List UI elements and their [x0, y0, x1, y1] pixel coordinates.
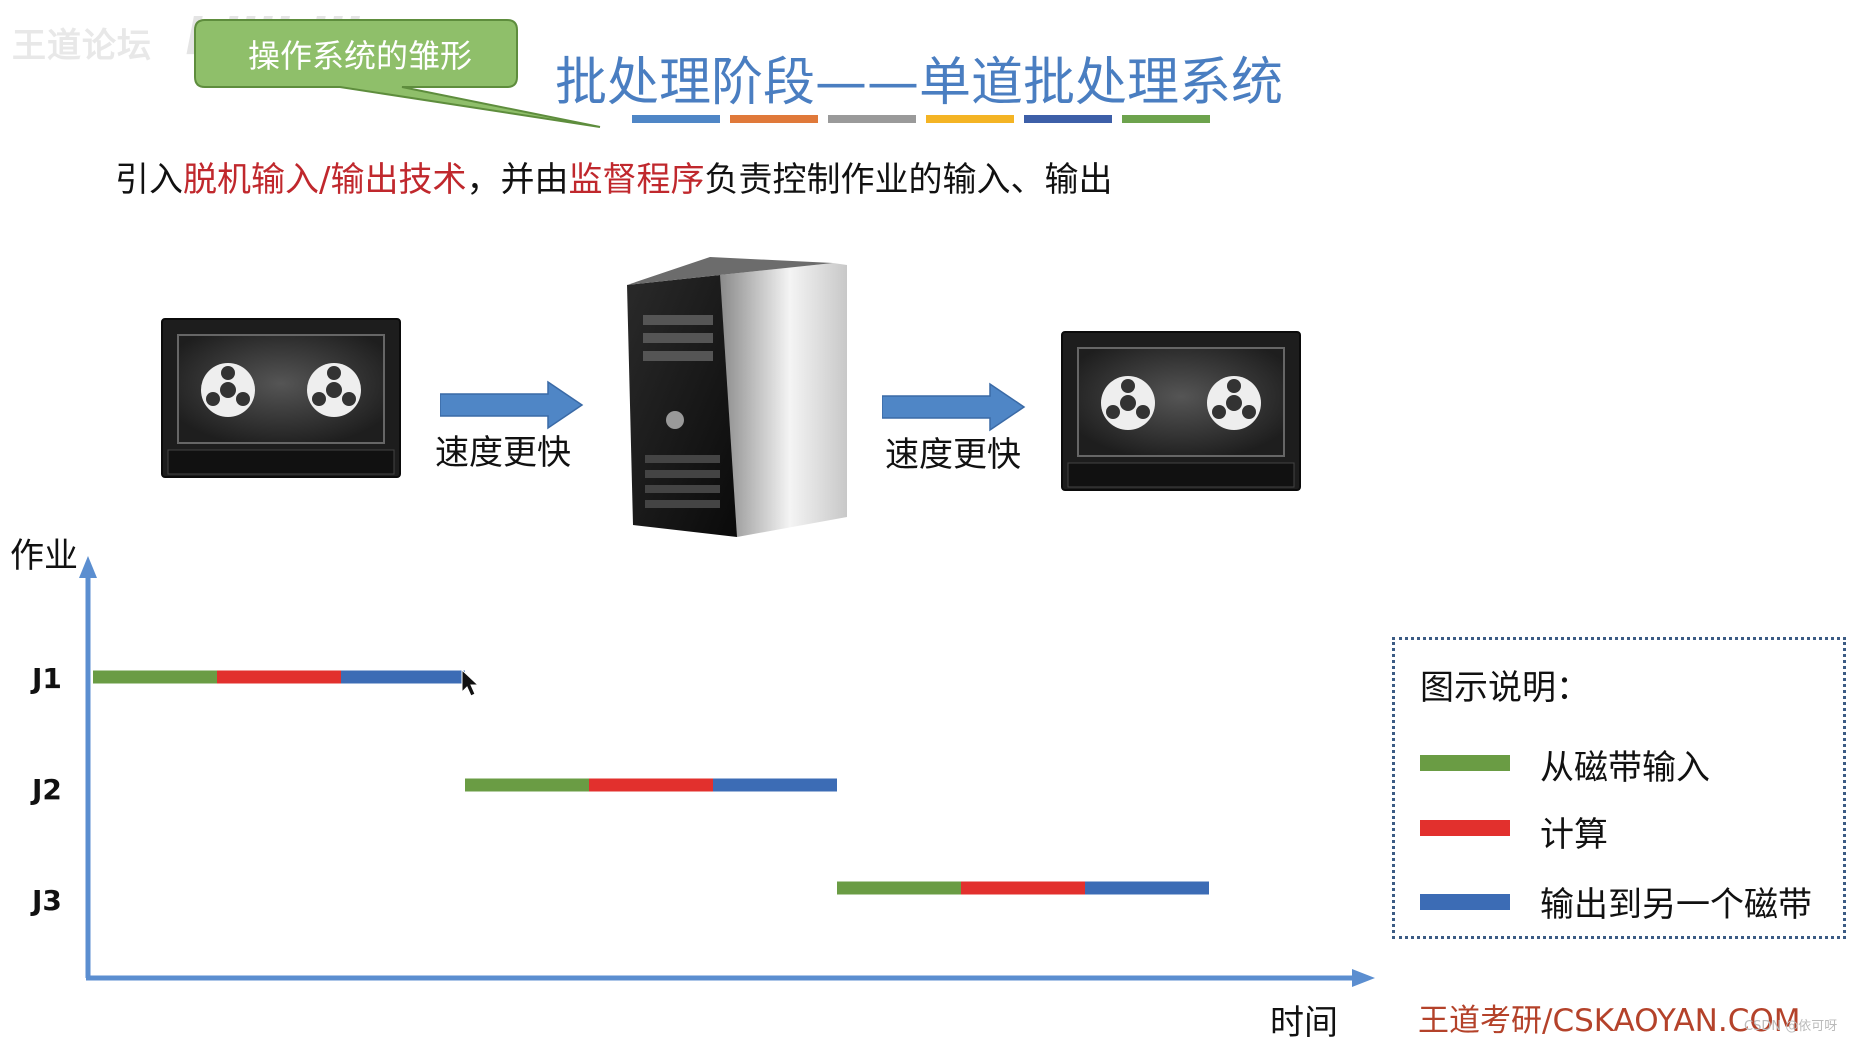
description-part: 负责控制作业的输入、输出: [704, 160, 1113, 200]
title-bar: [828, 115, 916, 123]
segment-j1-output: [341, 670, 465, 684]
y-axis-label: 作业: [10, 536, 78, 576]
legend-swatch-input: [1420, 755, 1510, 771]
callout-bubble: [194, 19, 601, 128]
segment-j2-output: [713, 778, 837, 792]
offline-io-highlight: 脱机输入/输出技术: [183, 160, 467, 200]
segment-j2-compute: [589, 778, 713, 792]
speed-label: 速度更快: [885, 435, 1021, 475]
title-bar: [926, 115, 1014, 123]
job-label: J3: [32, 884, 62, 917]
legend-item: 从磁带输入: [1540, 748, 1710, 788]
monitor-program-highlight: 监督程序: [568, 160, 705, 200]
segment-j1-compute: [217, 670, 341, 684]
legend-item: 计算: [1540, 815, 1608, 855]
callout-text: 操作系统的雏形: [247, 37, 472, 75]
description-line: 引入脱机输入/输出技术，并由监督程序负责控制作业的输入、输出: [115, 152, 1112, 201]
job-label: J1: [32, 662, 62, 695]
legend-swatch-compute: [1420, 820, 1510, 836]
title-bar: [1122, 115, 1210, 123]
x-axis-arrowhead: [1352, 969, 1375, 987]
title-underline-bars: [632, 115, 1210, 123]
description-part: 引入: [115, 160, 183, 200]
tape-icon: [161, 318, 401, 478]
channel-watermark: 王道论坛: [12, 26, 152, 66]
title-bar: [632, 115, 720, 123]
segment-j3-input: [837, 881, 961, 895]
segment-j2-input: [465, 778, 589, 792]
legend-swatch-output: [1420, 894, 1510, 910]
mouse-cursor-icon: [461, 668, 480, 697]
legend-item: 输出到另一个磁带: [1540, 885, 1812, 925]
speed-arrow-icon: [440, 380, 584, 430]
title-bar: [730, 115, 818, 123]
y-axis-arrowhead: [79, 556, 97, 578]
segment-j3-compute: [961, 881, 1085, 895]
job-segments: [93, 670, 1209, 895]
title-bar: [1024, 115, 1112, 123]
speed-label: 速度更快: [435, 433, 571, 473]
brand-footer: 王道考研/CSKAOYAN.COM: [1418, 1003, 1801, 1039]
segment-j3-output: [1085, 881, 1209, 895]
segment-j1-input: [93, 670, 217, 684]
job-label: J2: [32, 773, 62, 806]
legend-box: [1392, 637, 1846, 939]
computer-tower-icon: [627, 257, 847, 537]
page-title: 批处理阶段——单道批处理系统: [555, 53, 1284, 113]
x-axis-label: 时间: [1270, 1003, 1338, 1043]
csdn-credit: CSDN @依可呀: [1744, 1019, 1838, 1034]
tape-icon: [1061, 331, 1301, 491]
speed-arrow-icon: [882, 382, 1026, 432]
description-part: ，并由: [466, 160, 569, 200]
legend-title: 图示说明：: [1420, 668, 1590, 708]
